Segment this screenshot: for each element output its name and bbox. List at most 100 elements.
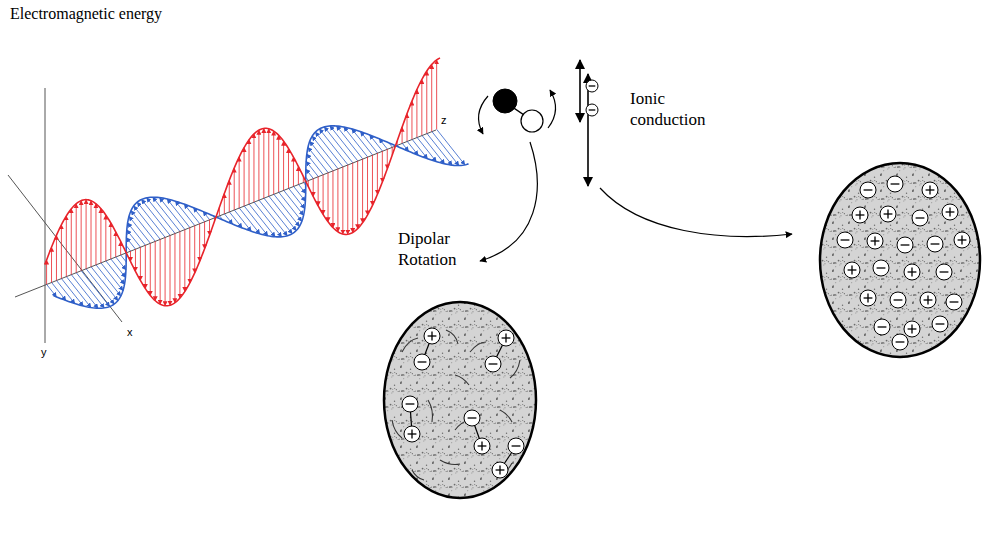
magnetic-field-vector bbox=[111, 259, 126, 277]
positive-ion bbox=[424, 328, 440, 344]
electric-field-vector bbox=[56, 235, 57, 280]
magnetic-field-vector bbox=[279, 192, 302, 221]
charge-bar bbox=[961, 236, 962, 245]
charge-bar bbox=[867, 294, 868, 303]
pointer-arrow bbox=[600, 188, 792, 237]
motion-stroke bbox=[500, 410, 512, 422]
positive-ion bbox=[904, 264, 920, 280]
charge-bar bbox=[927, 296, 928, 305]
electric-field-vector bbox=[332, 171, 333, 228]
electric-field-vector bbox=[421, 79, 422, 135]
positive-ion bbox=[498, 330, 514, 346]
negative-ion bbox=[936, 264, 952, 280]
axis-label: x bbox=[127, 326, 133, 340]
electric-field-vector bbox=[416, 90, 417, 138]
negative-ion bbox=[837, 232, 853, 248]
magnetic-field-vector bbox=[344, 127, 368, 157]
dipole-positive-atom bbox=[521, 110, 543, 132]
charge-bar bbox=[916, 217, 925, 218]
electric-field-vector bbox=[357, 161, 358, 229]
negative-ion bbox=[402, 396, 418, 412]
electric-field-vector bbox=[382, 151, 383, 182]
charge-bar bbox=[481, 442, 482, 451]
charge-bar bbox=[874, 237, 875, 246]
electric-field-vector bbox=[249, 140, 250, 204]
negative-ion bbox=[485, 356, 501, 372]
electric-field-vector bbox=[283, 141, 284, 190]
ion-oscillation bbox=[580, 60, 598, 186]
electric-field-vector bbox=[61, 225, 62, 279]
dipole-pair bbox=[402, 396, 420, 442]
electric-field-vector bbox=[263, 128, 264, 198]
electric-field-vector bbox=[100, 209, 101, 263]
charge-bar bbox=[468, 417, 477, 418]
charge-bar bbox=[940, 271, 949, 272]
magnetic-field-vector bbox=[61, 278, 83, 306]
magnetic-field-vector bbox=[127, 230, 141, 247]
electric-field-vector bbox=[234, 168, 235, 210]
rotation-arrow bbox=[548, 90, 556, 128]
electric-field-vector bbox=[174, 233, 175, 302]
motion-stroke bbox=[446, 330, 458, 344]
electric-field-vector bbox=[145, 245, 146, 288]
label-holder: y bbox=[41, 346, 47, 360]
electric-field-vector bbox=[323, 174, 324, 214]
em-wave bbox=[8, 58, 469, 343]
magnetic-field-vector bbox=[91, 267, 118, 301]
charge-bar bbox=[887, 210, 888, 219]
positive-ion bbox=[867, 233, 883, 249]
positive-ion bbox=[922, 182, 938, 198]
charge-bar bbox=[505, 334, 506, 343]
label-holder: Dipolar Rotation bbox=[398, 228, 478, 271]
charge-bar bbox=[877, 267, 886, 268]
y-axis bbox=[45, 88, 46, 343]
magnetic-field-vector bbox=[96, 265, 121, 296]
heading-label: Electromagnetic energy bbox=[10, 4, 162, 24]
sample-circle bbox=[384, 302, 536, 498]
charge-bar bbox=[499, 466, 500, 475]
electric-field-vector bbox=[313, 178, 314, 196]
positive-ion bbox=[852, 207, 868, 223]
label-holder: Electromagnetic energy bbox=[10, 4, 162, 24]
magnetic-field-vector bbox=[274, 194, 300, 226]
negative-ion bbox=[892, 334, 908, 350]
charge-bar bbox=[936, 323, 945, 324]
electric-field-vector bbox=[268, 129, 269, 196]
axis-label: y bbox=[41, 346, 47, 360]
charge-bar bbox=[894, 299, 903, 300]
electric-field-vector bbox=[293, 157, 294, 186]
label-holder: x bbox=[127, 326, 133, 340]
motion-stroke bbox=[428, 400, 433, 422]
negative-ion bbox=[927, 236, 943, 252]
negative-ion bbox=[874, 319, 890, 335]
positive-ion bbox=[920, 292, 936, 308]
negative-ion bbox=[586, 80, 598, 92]
negative-ion bbox=[897, 237, 913, 253]
charge-bar bbox=[589, 85, 596, 86]
charge-bar bbox=[864, 189, 873, 190]
negative-ion bbox=[887, 176, 903, 192]
charge-bar bbox=[851, 266, 852, 275]
electric-field-vector bbox=[288, 149, 289, 189]
electric-field-vector bbox=[165, 237, 166, 305]
positive-ion bbox=[492, 462, 508, 478]
positive-ion bbox=[474, 438, 490, 454]
electric-field-vector bbox=[244, 148, 245, 206]
magnetic-field-vector bbox=[134, 206, 160, 239]
electric-field-vector bbox=[431, 65, 432, 132]
magnetic-field-vector bbox=[129, 216, 150, 243]
electric-field-vector bbox=[347, 165, 348, 235]
label-holder: Ionic conduction bbox=[630, 88, 725, 131]
magnetic-field-vector bbox=[306, 161, 318, 176]
electric-field-vector bbox=[367, 157, 368, 215]
positive-ion bbox=[404, 426, 420, 442]
negative-ion bbox=[890, 292, 906, 308]
electric-field-vector bbox=[155, 241, 156, 300]
dipole-pair bbox=[492, 438, 524, 478]
electric-field-vector bbox=[71, 209, 72, 275]
magnetic-wave-curve bbox=[53, 126, 468, 308]
magnetic-field-vector bbox=[101, 263, 123, 291]
charge-bar bbox=[878, 326, 887, 327]
